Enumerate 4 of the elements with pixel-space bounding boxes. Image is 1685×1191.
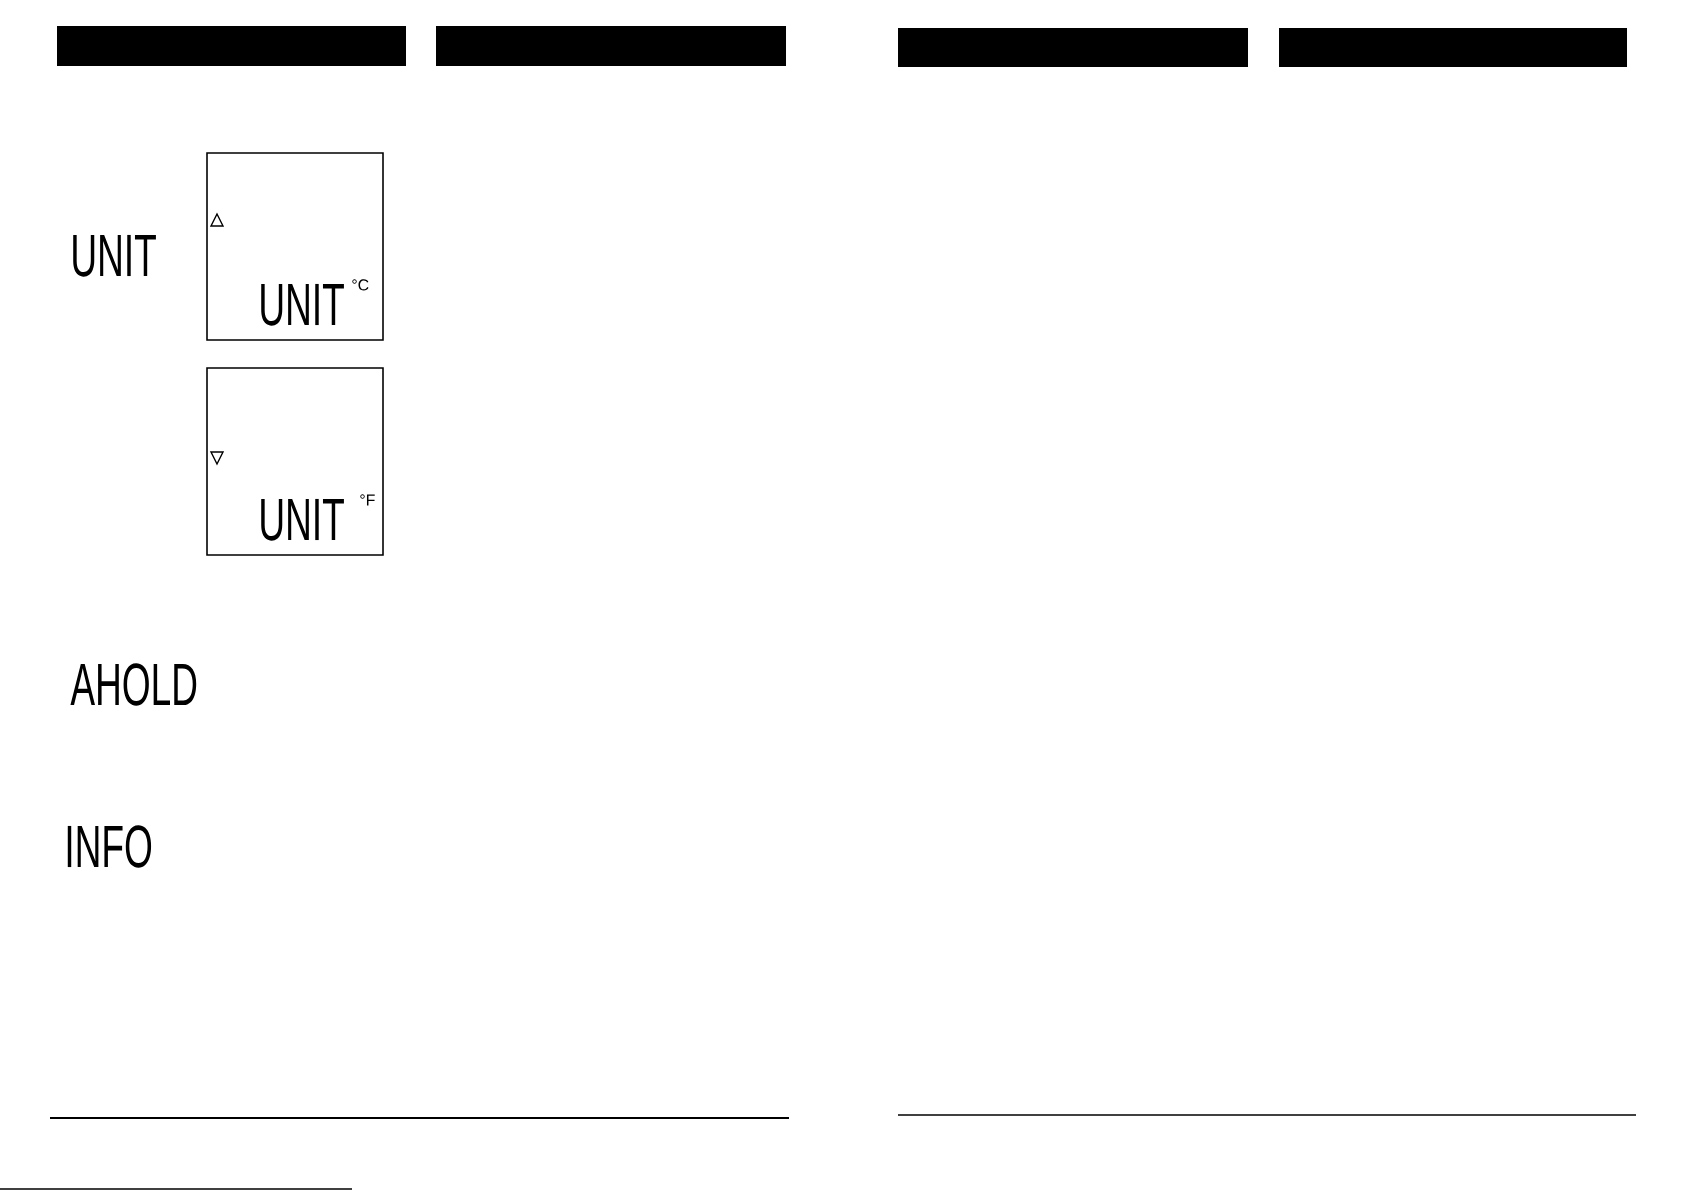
- display-text: INFO: [67, 825, 152, 868]
- display-text: UNIT: [73, 234, 156, 277]
- lcd-display: UNIT °F: [206, 367, 384, 556]
- display-text: AHOLD: [70, 663, 197, 706]
